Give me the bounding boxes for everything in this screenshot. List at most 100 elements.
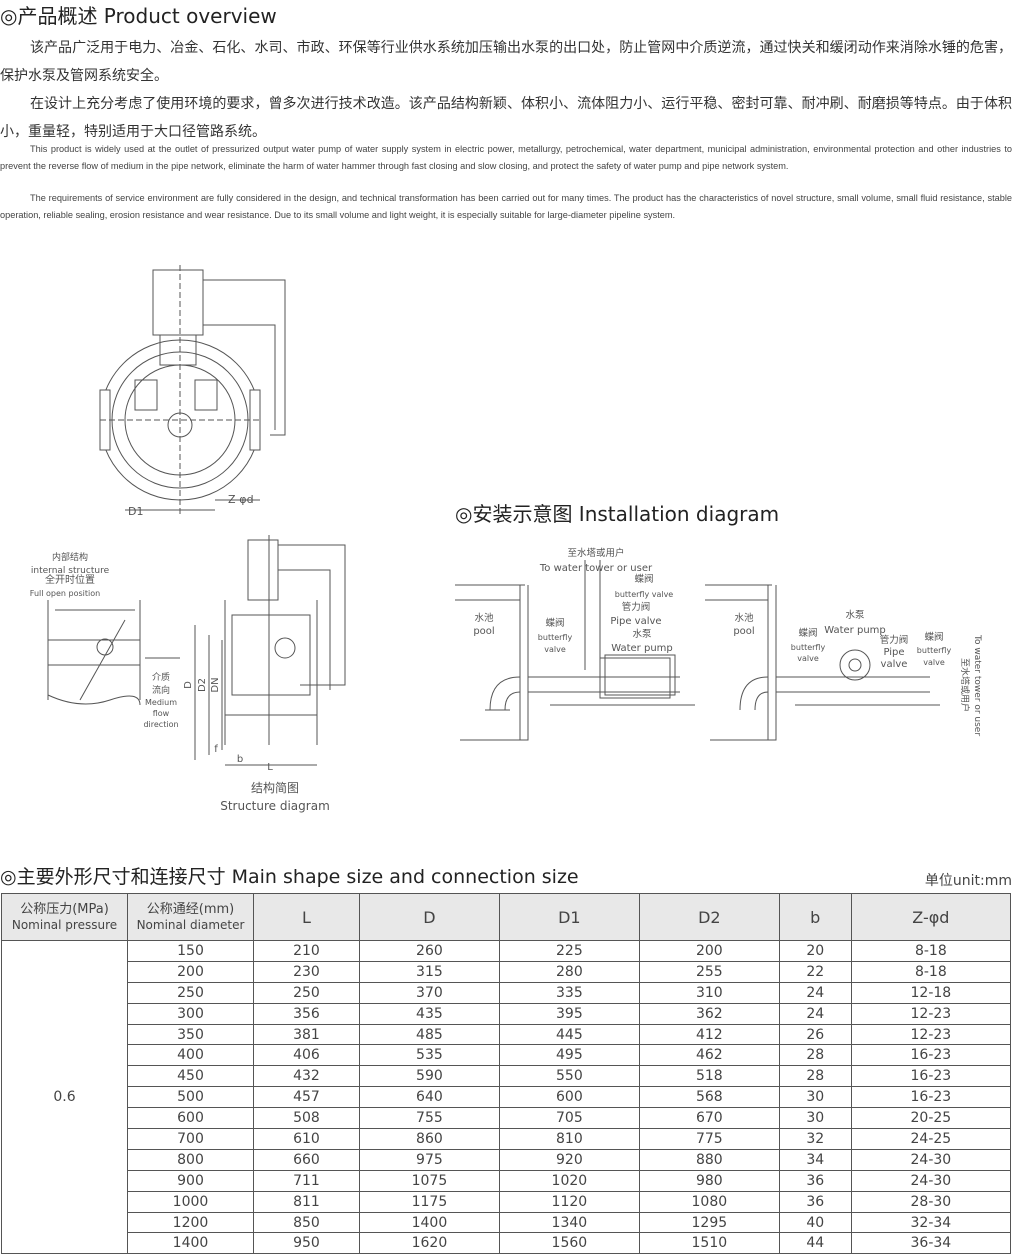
diagram-label: DN xyxy=(210,677,221,692)
table-cell: 44 xyxy=(778,1232,852,1254)
table-cell: 315 xyxy=(358,960,500,983)
table-cell: 600 xyxy=(127,1107,254,1130)
table-cell: 711 xyxy=(253,1169,360,1192)
table-cell: 34 xyxy=(778,1148,852,1171)
table-cell: 640 xyxy=(358,1086,500,1109)
label-z-phi-d: Z-φd xyxy=(228,493,254,506)
table-cell: 250 xyxy=(127,981,254,1004)
table-cell: 1175 xyxy=(358,1190,500,1213)
diagram-label: Structure diagram xyxy=(220,799,330,813)
table-cell: 24-25 xyxy=(850,1128,1012,1150)
table-cell: 1200 xyxy=(127,1211,254,1234)
dimensions-table: 公称压力(MPa)Nominal pressure 公称通经(mm)Nomina… xyxy=(1,893,1012,1254)
overview-title: ◎产品概述 Product overview xyxy=(0,4,277,28)
diagram-label: butterfly xyxy=(917,646,952,655)
table-cell: 400 xyxy=(127,1044,254,1067)
header-b: b xyxy=(778,893,852,941)
table-cell: 362 xyxy=(638,1002,780,1025)
table-cell: 462 xyxy=(638,1044,780,1067)
table-cell: 1020 xyxy=(498,1169,640,1192)
diagram-label: valve xyxy=(881,659,908,670)
label-d1: D1 xyxy=(128,505,143,518)
table-cell: 250 xyxy=(253,981,360,1004)
table-cell: 28 xyxy=(778,1065,852,1088)
table-cell: 535 xyxy=(358,1044,500,1067)
table-cell: 8-18 xyxy=(850,940,1012,962)
diagram-label: Pipe xyxy=(883,647,904,658)
header-l: L xyxy=(253,893,360,941)
table-cell: 260 xyxy=(358,940,500,962)
table-cell: 225 xyxy=(498,940,640,962)
table-cell: 20-25 xyxy=(850,1107,1012,1130)
table-cell: 975 xyxy=(358,1148,500,1171)
diagram-label: Medium xyxy=(145,698,177,707)
table-cell: 660 xyxy=(253,1148,360,1171)
table-cell: 36-34 xyxy=(850,1232,1012,1254)
table-cell: 508 xyxy=(253,1107,360,1130)
diagram-label: 管力阀 xyxy=(622,601,651,613)
table-cell: 1120 xyxy=(498,1190,640,1213)
table-cell: 1000 xyxy=(127,1190,254,1213)
table-cell: 24 xyxy=(778,981,852,1004)
table-cell: 1295 xyxy=(638,1211,780,1234)
table-cell: 700 xyxy=(127,1128,254,1150)
installation-title: ◎安装示意图 Installation diagram xyxy=(455,502,780,526)
table-cell: 335 xyxy=(498,981,640,1004)
diagram-label: 流向 xyxy=(152,684,170,696)
table-cell: 670 xyxy=(638,1107,780,1130)
diagram-label: 水泵 xyxy=(632,628,652,640)
table-cell: 811 xyxy=(253,1190,360,1213)
diagram-label: L xyxy=(267,762,273,773)
diagram-label: 全开时位置 xyxy=(45,573,95,586)
table-cell: 406 xyxy=(253,1044,360,1067)
table-cell: 350 xyxy=(127,1023,254,1046)
table-cell: 1080 xyxy=(638,1190,780,1213)
table-cell: 445 xyxy=(498,1023,640,1046)
diagram-label: b xyxy=(237,754,243,765)
table-cell: 200 xyxy=(127,960,254,983)
table-cell: 356 xyxy=(253,1002,360,1025)
table-cell: 300 xyxy=(127,1002,254,1025)
table-cell: 16-23 xyxy=(850,1086,1012,1109)
diagram-label: internal structure xyxy=(31,566,110,576)
table-cell: 22 xyxy=(778,960,852,983)
overview-cn-paragraph-2: 在设计上充分考虑了使用环境的要求，曾多次进行技术改造。该产品结构新颖、体积小、流… xyxy=(0,96,1012,140)
table-cell: 16-23 xyxy=(850,1044,1012,1067)
table-cell: 600 xyxy=(498,1086,640,1109)
table-cell: 1340 xyxy=(498,1211,640,1234)
table-cell: 255 xyxy=(638,960,780,983)
table-cell: 12-23 xyxy=(850,1023,1012,1046)
table-cell: 500 xyxy=(127,1086,254,1109)
diagram-label: Water pump xyxy=(611,643,673,654)
diagram-label: 结构简图 xyxy=(251,780,299,795)
diagram-label: butterfly valve xyxy=(615,590,674,599)
table-cell: 310 xyxy=(638,981,780,1004)
header-d2: D2 xyxy=(638,893,780,941)
diagram-label: 至水塔或用户 xyxy=(959,658,971,712)
table-cell: 1620 xyxy=(358,1232,500,1254)
table-cell: 280 xyxy=(498,960,640,983)
overview-en-paragraph-1: This product is widely used at the outle… xyxy=(0,144,1012,171)
table-cell: 40 xyxy=(778,1211,852,1234)
table-cell: 200 xyxy=(638,940,780,962)
table-cell: 450 xyxy=(127,1065,254,1088)
diagram-label: 水池 xyxy=(734,612,754,624)
table-cell: 12-23 xyxy=(850,1002,1012,1025)
dimensions-title: ◎主要外形尺寸和连接尺寸 Main shape size and connect… xyxy=(0,866,579,888)
diagram-label: pool xyxy=(473,626,494,637)
table-cell: 36 xyxy=(778,1190,852,1213)
diagram-label: To water tower or user xyxy=(539,563,653,574)
diagram-label: Full open position xyxy=(30,589,100,598)
diagram-label: 至水塔或用户 xyxy=(567,547,624,559)
diagram-label: Water pump xyxy=(824,625,886,636)
table-cell: 800 xyxy=(127,1148,254,1171)
